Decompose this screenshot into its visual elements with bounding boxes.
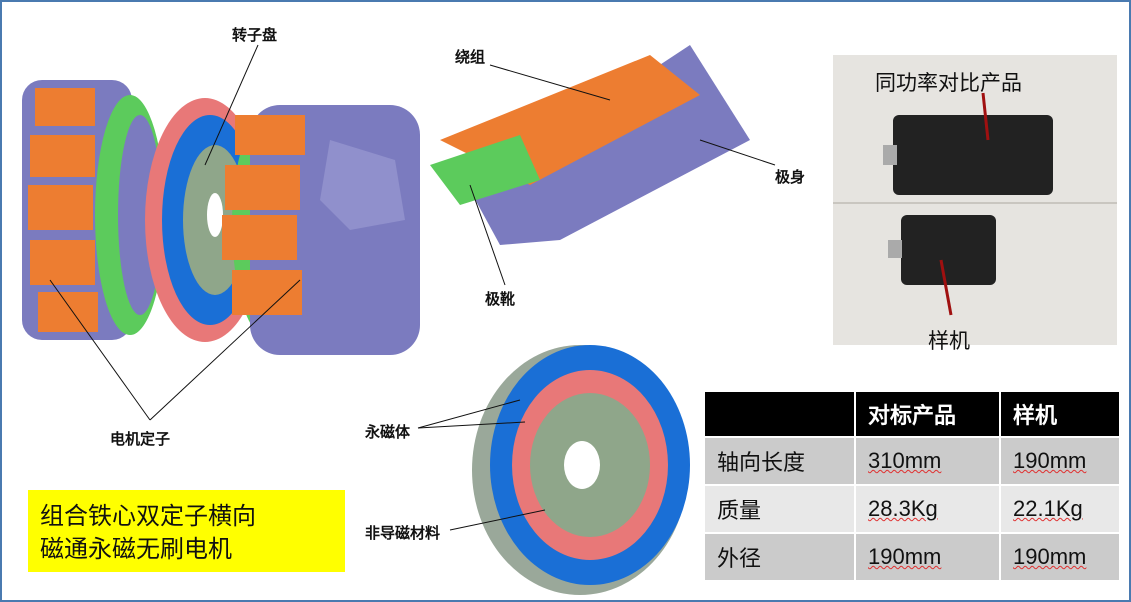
photo-label-benchmark: 同功率对比产品	[875, 71, 1022, 95]
photo-label-prototype: 样机	[928, 329, 970, 353]
prototype-value: 190mm	[1013, 448, 1087, 473]
right-stator	[222, 105, 420, 355]
cell-value: 190mm	[1001, 534, 1119, 580]
label-winding: 绕组	[455, 48, 486, 66]
cell-value: 190mm	[1001, 438, 1119, 484]
label-rotor-disk: 转子盘	[232, 26, 278, 44]
leader-non-magnetic	[449, 509, 546, 531]
header-benchmark: 对标产品	[856, 392, 999, 436]
row-label: 质量	[705, 486, 854, 532]
leader-rotor	[204, 44, 259, 166]
leader-stator-2	[149, 279, 301, 421]
title-box: 组合铁心双定子横向 磁通永磁无刷电机	[28, 490, 345, 572]
cell-value: 28.3Kg	[856, 486, 999, 532]
leader-pole-shoe	[469, 184, 506, 286]
cell-value: 22.1Kg	[1001, 486, 1119, 532]
benchmark-shaft	[883, 145, 897, 165]
prototype-shaft	[888, 240, 902, 258]
comparison-table: 对标产品 样机 轴向长度 310mm 190mm 质量 28.3Kg 22.1K…	[703, 390, 1121, 582]
prototype-motor	[901, 215, 996, 285]
benchmark-value: 28.3Kg	[868, 496, 938, 521]
cell-value: 310mm	[856, 438, 999, 484]
magnet-disk	[472, 345, 690, 595]
label-pole-shoe: 极靴	[485, 290, 516, 308]
leader-magnet-1	[417, 399, 521, 429]
leader-magnet-2	[417, 421, 526, 429]
leader-winding	[489, 64, 611, 101]
table-row: 外径 190mm 190mm	[705, 534, 1119, 580]
row-label: 轴向长度	[705, 438, 854, 484]
prototype-value: 190mm	[1013, 544, 1087, 569]
left-stator	[22, 80, 165, 340]
prototype-value: 22.1Kg	[1013, 496, 1083, 521]
photo-arrows	[939, 92, 990, 316]
row-label: 外径	[705, 534, 854, 580]
header-empty	[705, 392, 854, 436]
benchmark-value: 190mm	[868, 544, 942, 569]
pole-model	[430, 45, 750, 245]
header-prototype: 样机	[1001, 392, 1119, 436]
title-line-2: 磁通永磁无刷电机	[40, 535, 232, 563]
benchmark-value: 310mm	[868, 448, 942, 473]
table-row: 质量 28.3Kg 22.1Kg	[705, 486, 1119, 532]
table-header-row: 对标产品 样机	[705, 392, 1119, 436]
label-pole-body: 极身	[775, 168, 806, 186]
ruler	[833, 202, 1117, 204]
table-row: 轴向长度 310mm 190mm	[705, 438, 1119, 484]
leader-pole-body	[699, 139, 776, 166]
benchmark-motor	[893, 115, 1053, 195]
leader-stator-1	[49, 279, 151, 421]
label-non-magnetic: 非导磁材料	[365, 524, 441, 542]
cell-value: 190mm	[856, 534, 999, 580]
label-stator: 电机定子	[110, 430, 171, 448]
title-line-1: 组合铁心双定子横向	[40, 502, 256, 530]
label-permanent-magnet: 永磁体	[365, 423, 411, 441]
comparison-photo: 同功率对比产品 样机	[833, 55, 1117, 353]
